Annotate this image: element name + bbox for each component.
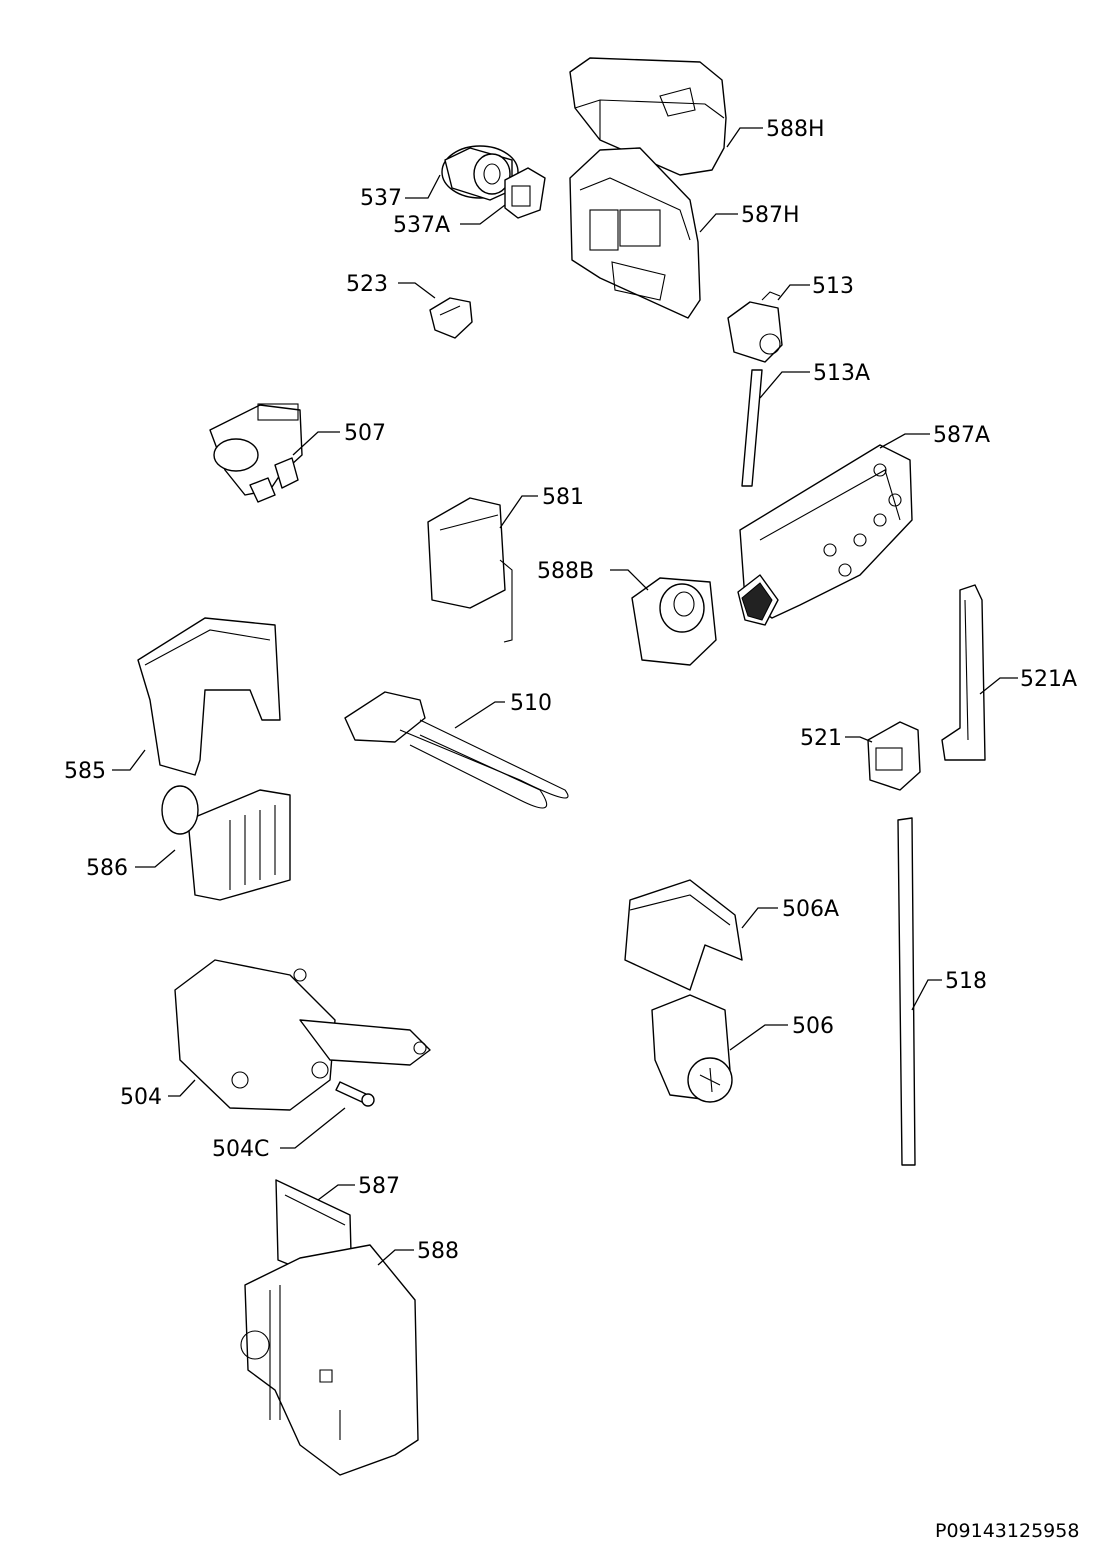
part-588-drawing [240, 1244, 419, 1476]
label-588: 588 [417, 1239, 459, 1264]
part-586-drawing [161, 785, 291, 901]
part-587H-drawing [569, 147, 701, 319]
part-588H-drawing [569, 57, 727, 176]
label-585: 585 [64, 759, 106, 784]
label-537: 537 [360, 186, 402, 211]
label-513A: 513A [813, 361, 870, 386]
label-586: 586 [86, 856, 128, 881]
label-523: 523 [346, 272, 388, 297]
part-513-drawing [727, 291, 783, 363]
label-521: 521 [800, 726, 842, 751]
part-507-drawing [209, 403, 303, 503]
label-587A: 587A [933, 423, 990, 448]
part-510-drawing [344, 691, 569, 809]
part-581-drawing [427, 497, 513, 643]
part-506-drawing [651, 994, 733, 1103]
label-588B: 588B [537, 559, 594, 584]
label-587: 587 [358, 1174, 400, 1199]
label-581: 581 [542, 485, 584, 510]
part-585-drawing [137, 617, 281, 776]
part-518-drawing [897, 817, 916, 1166]
part-521-drawing [867, 721, 921, 791]
part-513A-drawing [741, 369, 763, 487]
part-537-drawing [441, 145, 519, 201]
label-504: 504 [120, 1085, 162, 1110]
label-537A: 537A [393, 213, 450, 238]
label-504C: 504C [212, 1137, 269, 1162]
part-504-drawing [174, 959, 431, 1111]
label-510: 510 [510, 691, 552, 716]
part-523-drawing [429, 297, 473, 339]
label-518: 518 [945, 969, 987, 994]
label-587H: 587H [741, 203, 800, 228]
label-513: 513 [812, 274, 854, 299]
part-504C-drawing [335, 1081, 375, 1107]
drawing-code: P09143125958 [935, 1520, 1079, 1542]
label-507: 507 [344, 421, 386, 446]
part-521A-drawing [941, 584, 986, 761]
part-587A-drawing [737, 444, 913, 626]
part-537A-drawing [504, 167, 546, 219]
part-588B-drawing [631, 577, 717, 666]
label-506A: 506A [782, 897, 839, 922]
label-588H: 588H [766, 117, 825, 142]
label-506: 506 [792, 1014, 834, 1039]
label-521A: 521A [1020, 667, 1077, 692]
part-506A-drawing [624, 879, 743, 991]
